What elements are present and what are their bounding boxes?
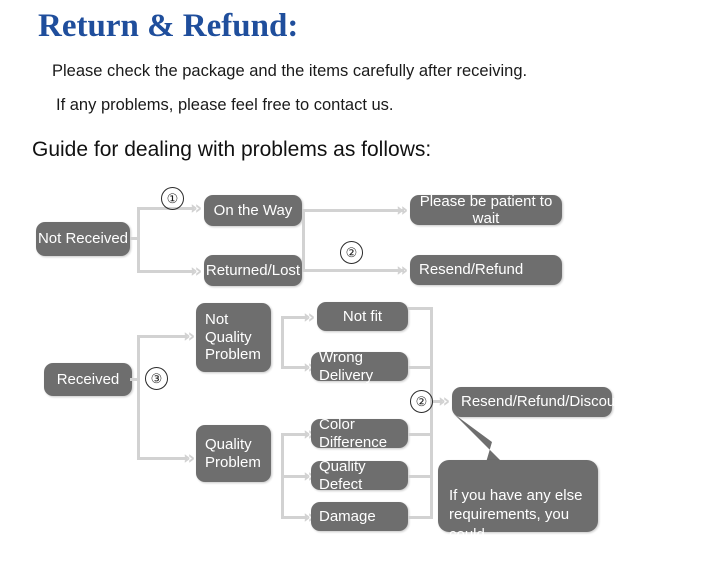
node-wrong-delivery: Wrong Delivery [311,349,408,384]
connector-to-not-quality-problem [137,335,187,338]
connector-received-stub [130,378,140,381]
connector-to-returned-lost [137,270,194,273]
connector-not-received-stub [130,237,140,240]
arrow-to-please-be-patient: » [396,199,409,221]
page-title: Return & Refund: [38,8,299,44]
node-resend-refund-discount: Resend/Refund/Discount [452,387,628,417]
connector-bus-to-resend-discount [430,400,442,403]
connector-qp-to-color-difference [281,433,307,436]
connector-color-difference-to-bus [408,433,433,436]
arrow-to-not-fit: » [303,306,316,328]
connector-to-quality-problem [137,457,187,460]
connector-quality-defect-to-bus [408,475,433,478]
connector-not-received-spine [137,207,140,273]
node-quality-problem: Quality Problem [196,425,271,482]
return-refund-infographic: Return & Refund: Please check the packag… [32,8,628,562]
arrow-to-returned-lost: » [190,260,203,282]
connector-to-on-the-way [137,207,194,210]
arrow-to-not-quality-problem: » [183,325,196,347]
arrow-to-resend-refund-discount: » [438,390,451,412]
connector-nqp-to-wrong-delivery [281,366,307,369]
node-received: Received [44,363,132,396]
arrow-to-resend-refund: » [396,259,409,281]
node-on-the-way: On the Way [204,195,302,226]
connector-returned-lost-to-resend [302,269,404,272]
callout-text: If you have any else requirements, you c… [449,487,583,562]
intro-line-2: If any problems, please feel free to con… [56,96,394,114]
node-returned-lost: Returned/Lost [204,255,302,286]
connector-not-fit-to-bus [408,307,433,310]
node-resend-refund: Resend/Refund [410,255,562,285]
connector-merge-bus [430,307,433,519]
connector-damage-to-bus [408,516,433,519]
node-please-be-patient: Please be patient to wait [410,193,562,227]
intro-line-1: Please check the package and the items c… [52,62,528,80]
step-marker-1: ① [161,187,184,210]
connector-returned-lost-spine [302,209,305,271]
arrow-to-on-the-way: » [190,197,203,219]
node-not-fit: Not fit [317,302,408,331]
node-damage: Damage [311,502,408,531]
node-not-received: Not Received [36,222,130,256]
connector-nqp-spine [281,316,284,369]
connector-qp-to-damage [281,516,307,519]
connector-nqp-to-not-fit [281,316,307,319]
step-marker-3: ③ [145,367,168,390]
step-marker-2-top: ② [340,241,363,264]
connector-on-the-way-to-wait [302,209,404,212]
connector-qp-to-quality-defect [281,475,307,478]
connector-wrong-delivery-to-bus [408,366,433,369]
connector-received-spine [137,335,140,460]
arrow-to-quality-problem: » [183,447,196,469]
callout-bubble: If you have any else requirements, you c… [438,460,598,562]
node-quality-defect: Quality Defect [311,458,408,493]
step-marker-2-bottom: ② [410,390,433,413]
guide-heading: Guide for dealing with problems as follo… [32,138,432,161]
node-not-quality-problem: Not Quality Problem [196,303,271,372]
node-color-difference: Color Difference [311,416,408,451]
